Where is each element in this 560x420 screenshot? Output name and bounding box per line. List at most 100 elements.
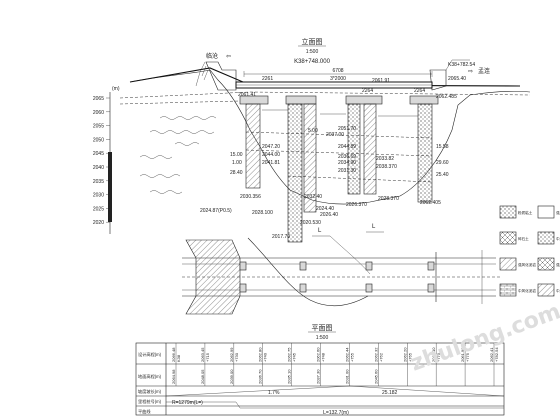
ground-elevation-cell: 2064.98 [171,369,176,384]
section-marker-left: L [318,228,322,234]
elevation-value-label: 2041.81 [262,160,280,166]
elevation-value-label: 2028.100 [252,210,273,216]
design-elevation-cell: 2062.20 [402,347,407,362]
design-elevation-cell: 2062.60 [316,347,321,362]
elevation-value-label: 29.60 [436,160,449,166]
table-row-label: 里程桩号(m) [138,398,162,405]
legend: 粉质粘土碎石土强风化泥岩中风化泥岩强风化砂岩中风化砂岩强风化灰岩中风化灰岩 [499,205,560,297]
elevation-value-label: 2062.405 [420,200,441,206]
axis-tick-label: 2020 [93,220,104,226]
elevation-value-label: 2026.40 [320,212,338,218]
ground-elevation-cell: 2045.60 [373,369,378,384]
table-row-label: 坡度坡长(m) [138,388,162,395]
curve-bottom-label: L=132.7(m) [323,410,349,416]
elevation-value-label: 15.00 [230,152,243,158]
axis-tick-label: 2040 [93,165,104,171]
ground-elevation-cell: 2039.00 [229,369,234,384]
station-mid-label: K38+748.000 [294,59,331,65]
design-elevation-cell: 2061.98 [460,347,465,362]
misc-label-2: 2264 [362,88,373,94]
span-label: 3*2000 [330,76,346,82]
plan-left-abutment [185,239,241,315]
design-elevation-cell: 2062.75 [287,347,292,362]
axis-unit: (m) [112,86,120,92]
elevation-value-label: 2038.370 [376,164,397,170]
legend-label: 强风化砂岩 [556,210,560,215]
axis-tick-label: 2055 [93,124,104,130]
elevation-value-label: 2028.370 [378,196,399,202]
plan-scale: 1:500 [316,335,329,341]
profile-table: 设计高程(m)地面高程(m)坡度坡长(m)里程桩号(m)平曲线 2066.482… [135,342,505,416]
left-arrow-icon: ⇦ [226,54,231,60]
legend-label: 强风化灰岩 [556,262,560,267]
misc-label-3: 2264 [414,88,425,94]
curve-left-label: R=1279m(L=) [172,400,203,406]
elevation-value-label: 2044.89 [338,144,356,150]
grade-label: 1.7% [268,390,280,396]
elevation-value-label: 2051.70 [338,126,356,132]
station-right-label: K38+782.54 [448,62,475,68]
ground-elevation-cell: 2035.10 [287,369,292,384]
elevation-value-label: 2034.90 [338,160,356,166]
design-elevation-cell: 2062.80 [258,347,263,362]
plan-slope-arc [247,237,369,307]
axis-tick-label: 2030 [93,193,104,199]
left-abutment [205,61,237,91]
design-dash-line [119,91,531,99]
ground-elevation-cell: 2031.00 [344,369,349,384]
design-elevation-cell: 2063.45 [200,347,205,362]
station-cell: +782.54 [494,347,499,362]
plan-view: 平面图 1:500 [182,235,500,341]
legend-swatch [537,257,555,271]
station-cell: +740 [263,352,268,362]
elevation-value-label: 2037.00 [326,132,344,138]
axis-tick-label: 2045 [93,151,104,157]
station-cell: +715 [205,352,210,362]
design-elevation-cell: 2062.44 [344,347,349,362]
elevation-value-label: 2061.41 [238,92,256,98]
station-cell: +730 [234,352,239,362]
design-elevation-cell: 2062.32 [373,347,378,362]
slope-label-right: 25.182 [382,390,398,396]
elevation-value-label: 2044.00 [262,152,280,158]
right-direction-label: 孟连 [478,67,490,75]
elevation-value-label: 2017.70 [272,234,290,240]
pile-1 [245,103,261,189]
axis-tick-label: 2050 [93,137,104,143]
elevation-value-label: 5.00 [308,128,318,134]
pile-3 [303,103,317,213]
elevation-value-label: 2036.69 [338,154,356,160]
station-cell: +755 [349,352,354,362]
station-cell: +765 [407,352,412,362]
legend-swatch [499,231,517,245]
total-length-label: 6708 [332,68,343,74]
pile-6 [417,103,433,203]
axis-tick-label: 2035 [93,179,104,185]
axis-tick-label: 2025 [93,206,104,212]
legend-swatch [499,205,517,219]
elevation-view: 立面图 1:500 K38+748.000 临沧 ⇦ 孟连 ⇨ K38+782.… [93,37,531,243]
table-row-label: 平曲线 [138,408,151,415]
section-marker-right: L [372,224,376,230]
elevation-value-label: 2032.40 [304,194,322,200]
elevation-value-label: 2026.370 [346,202,367,208]
elevation-value-label: 2031.30 [338,168,356,174]
station-cell: +745 [292,352,297,362]
elevation-value-label: 2024.87(P0.5) [200,208,232,214]
axis-tick-label: 2060 [93,110,104,116]
misc-label-1: 2261 [262,76,273,82]
elevation-value-label: 2062.485 [436,94,457,100]
pile-5 [363,103,377,195]
elevation-value-label: 2020.530 [300,220,321,226]
elevation-value-label: 2047.20 [262,144,280,150]
legend-swatch [537,283,555,297]
station-cell: +748 [321,352,326,362]
ground-elevation-cell: 2036.70 [258,369,263,384]
legend-label: 强风化泥岩 [518,262,536,267]
legend-label: 中风化泥岩 [518,288,536,293]
axis-tick-label: 2065 [93,96,104,102]
station-cell: +770 [436,352,441,362]
legend-label: 中风化砂岩 [556,236,560,241]
elevation-value-label: 25.40 [436,172,449,178]
elevation-title: 立面图 [302,37,323,46]
